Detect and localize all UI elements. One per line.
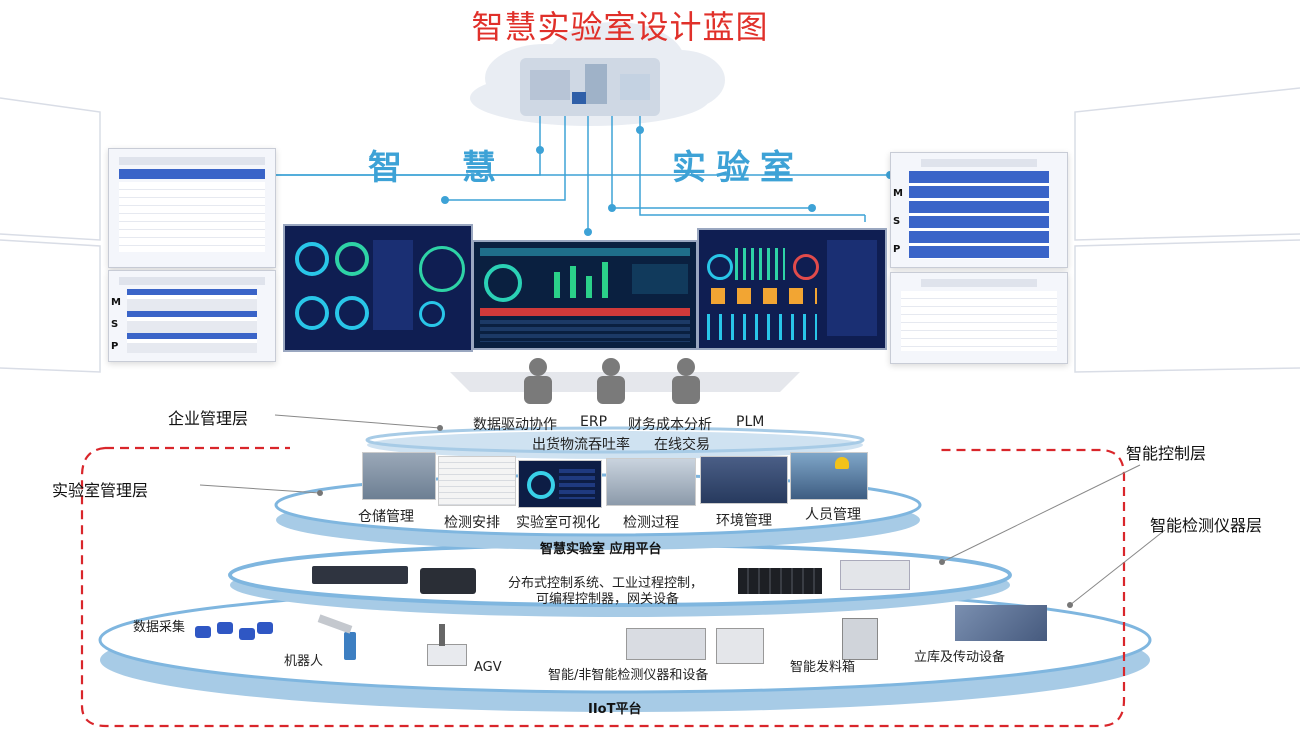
label-p: P <box>111 341 119 352</box>
left-report-panel-top <box>108 148 276 268</box>
robot-arm-icon <box>310 612 366 662</box>
layer-enterprise: 企业管理层 <box>168 409 249 428</box>
dashboard-screen-left <box>283 224 473 352</box>
layer-lab: 实验室管理层 <box>52 481 149 500</box>
cloud-image <box>470 22 725 126</box>
control-text-2: 可编程控制器，网关设备 <box>536 592 680 607</box>
right-wall-line <box>1074 87 1300 241</box>
thumb-visualization <box>518 460 602 508</box>
plc-module-device <box>840 560 910 590</box>
controller-device <box>312 566 408 584</box>
thumb-environment <box>700 456 788 504</box>
thumb-personnel <box>790 452 868 500</box>
device-label: 智能/非智能检测仪器和设备 <box>548 668 709 683</box>
app-item: 实验室可视化 <box>516 515 600 531</box>
app-item: 仓储管理 <box>358 509 414 525</box>
inspection-instrument-2-icon <box>716 628 764 664</box>
device-label: AGV <box>474 660 502 675</box>
left-report-panel-bottom <box>108 270 276 362</box>
banner-right: 实验室 <box>672 148 804 188</box>
right-report-panel-top <box>890 152 1068 268</box>
inspection-instrument-icon <box>626 628 706 660</box>
data-collector-icons <box>195 618 273 640</box>
agv-icon <box>425 618 467 666</box>
left-wall-line-2 <box>0 239 101 373</box>
enterprise-item: 出货物流吞吐率 <box>532 437 630 453</box>
thumb-schedule <box>438 456 516 506</box>
warehouse-rack-icon <box>955 605 1047 641</box>
app-platform-label: 智慧实验室 应用平台 <box>540 542 662 557</box>
thumb-process <box>606 458 696 506</box>
enterprise-item: ERP <box>580 414 608 430</box>
device-label: 数据采集 <box>133 620 186 635</box>
label-s: S <box>111 319 119 330</box>
app-item: 检测过程 <box>623 515 679 531</box>
app-item: 检测安排 <box>444 515 500 531</box>
label-m: M <box>111 297 121 308</box>
app-item: 环境管理 <box>716 513 772 529</box>
left-msp-labels: M S P <box>111 292 121 358</box>
app-item: 人员管理 <box>805 507 861 523</box>
label-p: P <box>893 244 901 255</box>
thumb-warehouse <box>362 452 436 500</box>
gateway-device <box>420 568 476 594</box>
label-s: S <box>893 216 901 227</box>
control-text-1: 分布式控制系统、工业过程控制， <box>508 576 704 591</box>
enterprise-item: 财务成本分析 <box>628 417 712 433</box>
device-label: 智能发料箱 <box>790 660 856 675</box>
dispenser-cabinet-icon <box>842 618 878 660</box>
right-wall-line-2 <box>1074 239 1300 373</box>
enterprise-item: 数据驱动协作 <box>473 417 557 433</box>
layer-control: 智能控制层 <box>1126 444 1207 463</box>
label-m: M <box>893 188 903 199</box>
platform-disks <box>98 426 1152 712</box>
page-title: 智慧实验室设计蓝图 <box>471 8 769 46</box>
banner-left: 智 慧 <box>368 148 520 188</box>
lab-boundary-dashed <box>80 446 1126 728</box>
right-msp-labels: M S P <box>893 180 903 264</box>
right-report-panel-bottom <box>890 272 1068 364</box>
enterprise-item: 在线交易 <box>654 437 710 453</box>
device-label: 机器人 <box>284 654 324 669</box>
left-wall-line <box>0 97 101 241</box>
plc-device <box>738 568 822 594</box>
layer-instrument: 智能检测仪器层 <box>1150 516 1263 535</box>
device-label: 立库及传动设备 <box>914 650 1006 665</box>
operators-icon <box>524 358 700 404</box>
dashboard-screen-right <box>697 228 887 350</box>
iiot-platform-label: IIoT平台 <box>588 702 642 717</box>
dashboard-screen-center <box>472 240 698 350</box>
enterprise-item: PLM <box>736 414 765 430</box>
